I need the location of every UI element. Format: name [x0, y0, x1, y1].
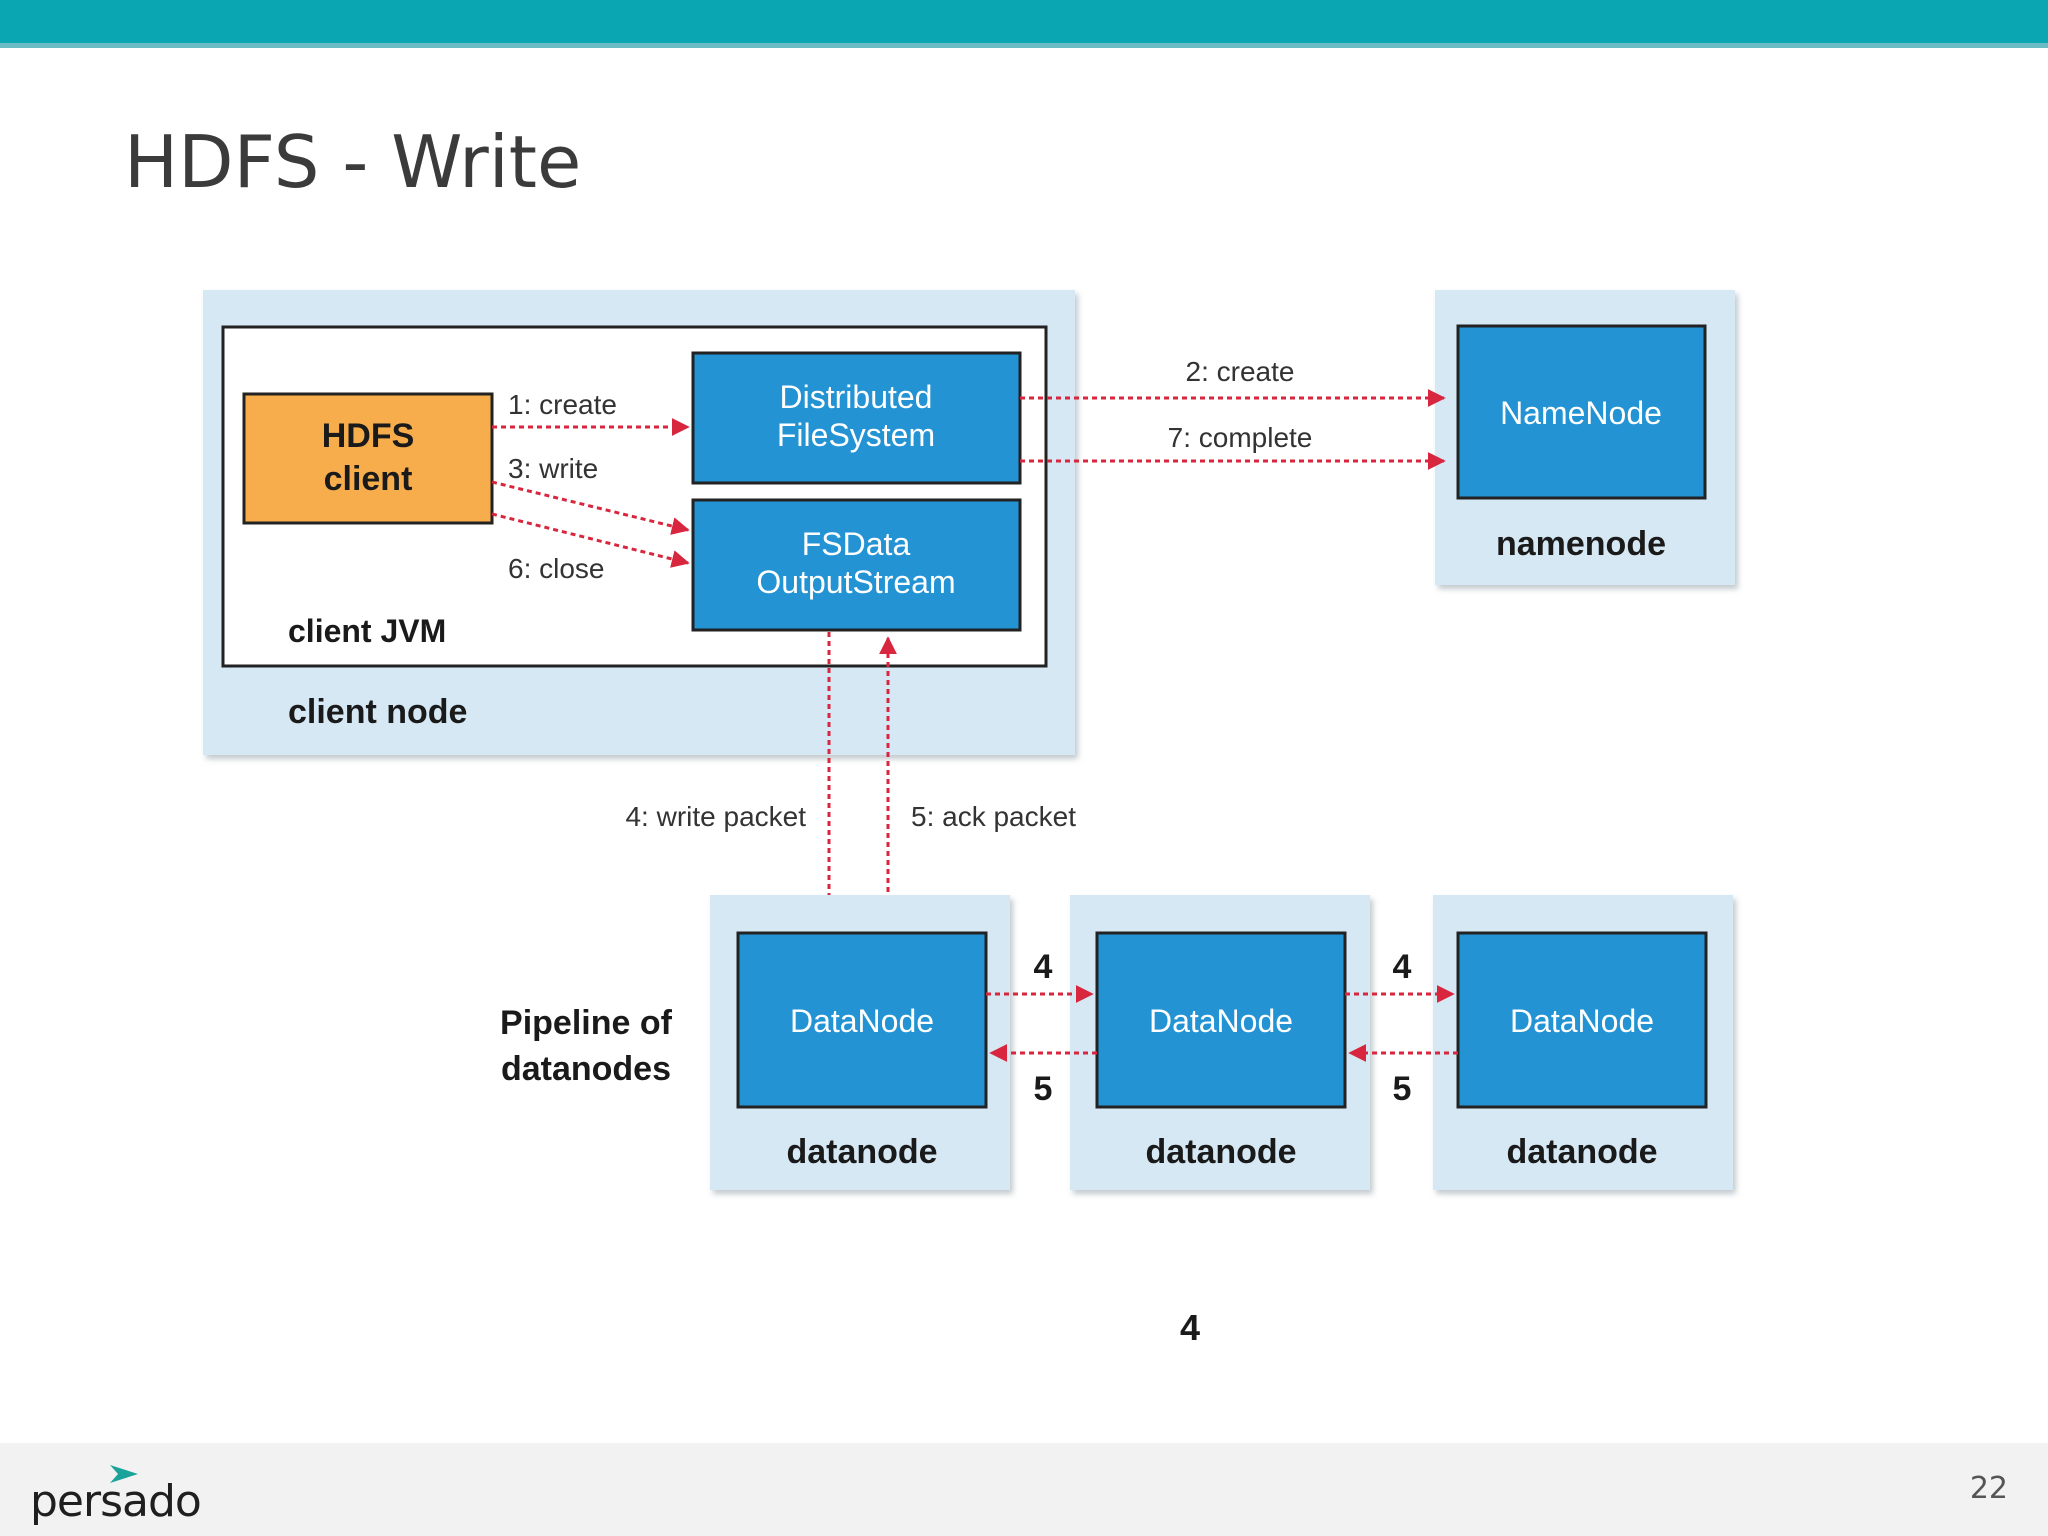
fsdata-outputstream-box — [691, 498, 1022, 632]
close-arrow — [491, 512, 690, 568]
datanode-1-box — [736, 931, 988, 1109]
packet-arrows — [820, 632, 897, 928]
datanode-1: DataNode datanode — [710, 895, 1010, 1190]
client-arrows — [491, 418, 690, 568]
hdfs-client-box — [242, 392, 494, 525]
datanode-3-label: datanode — [1506, 1133, 1657, 1171]
distributed-filesystem-box — [691, 351, 1022, 485]
datanode-3-box-label: DataNode — [1510, 1003, 1654, 1039]
page-number: 22 — [1969, 1471, 2008, 1506]
top-accent-bar — [0, 0, 2048, 48]
namenode: NameNode namenode — [1435, 290, 1735, 585]
close-arrow-label: 6: close — [508, 553, 605, 584]
datanode-2-label: datanode — [1145, 1133, 1296, 1171]
slide-title: HDFS - Write — [124, 120, 582, 204]
arrow-icon — [110, 1465, 138, 1483]
client-node: HDFS client Distributed FileSystem FSDat… — [203, 290, 1075, 755]
datanode-2-box — [1095, 931, 1347, 1109]
datanode-2-box-label: DataNode — [1149, 1003, 1293, 1039]
forward-arrow-1-label: 4 — [1034, 948, 1053, 986]
datanode-1-label: datanode — [786, 1133, 937, 1171]
ack-arrow-1-label: 5 — [1034, 1070, 1053, 1108]
nn-complete-label: 7: complete — [1168, 422, 1313, 453]
namenode-label: namenode — [1496, 525, 1666, 563]
ack-packet-label: 5: ack packet — [911, 801, 1076, 832]
distributed-filesystem-label: Distributed — [780, 379, 933, 415]
nn-create-label: 2: create — [1186, 356, 1295, 387]
datanode-1-box-label: DataNode — [790, 1003, 934, 1039]
slide-footer: persado 22 — [0, 1443, 2048, 1536]
hdfs-client-label-line2: client — [324, 460, 413, 498]
datanode-2: DataNode datanode — [1070, 895, 1370, 1190]
namenode-arrows — [1020, 389, 1446, 470]
client-node-label: client node — [288, 693, 467, 731]
forward-arrow-2-label: 4 — [1393, 948, 1412, 986]
create-arrow-label: 1: create — [508, 389, 617, 420]
write-arrow — [491, 480, 690, 535]
figure-number-label: 4 — [1180, 1307, 1200, 1348]
ack-arrow-2-label: 5 — [1393, 1070, 1412, 1108]
client-jvm-label: client JVM — [288, 613, 446, 649]
write-packet-label: 4: write packet — [625, 801, 806, 832]
hdfs-client-label: HDFS — [322, 417, 415, 455]
fsdata-outputstream-label-line2: OutputStream — [756, 564, 955, 600]
write-arrow-label: 3: write — [508, 453, 598, 484]
datanode-3: DataNode datanode — [1433, 895, 1733, 1190]
namenode-box — [1456, 324, 1707, 500]
namenode-box-label: NameNode — [1500, 395, 1662, 431]
pipeline-label-line2: datanodes — [501, 1050, 671, 1088]
logo-text: persado — [30, 1476, 202, 1527]
persado-logo: persado — [30, 1465, 202, 1527]
fsdata-outputstream-label: FSData — [802, 526, 911, 562]
pipeline-arrows — [986, 985, 1458, 1062]
datanode-3-box — [1456, 931, 1708, 1109]
pipeline-label: Pipeline of — [500, 1004, 673, 1042]
distributed-filesystem-label-line2: FileSystem — [777, 417, 935, 453]
